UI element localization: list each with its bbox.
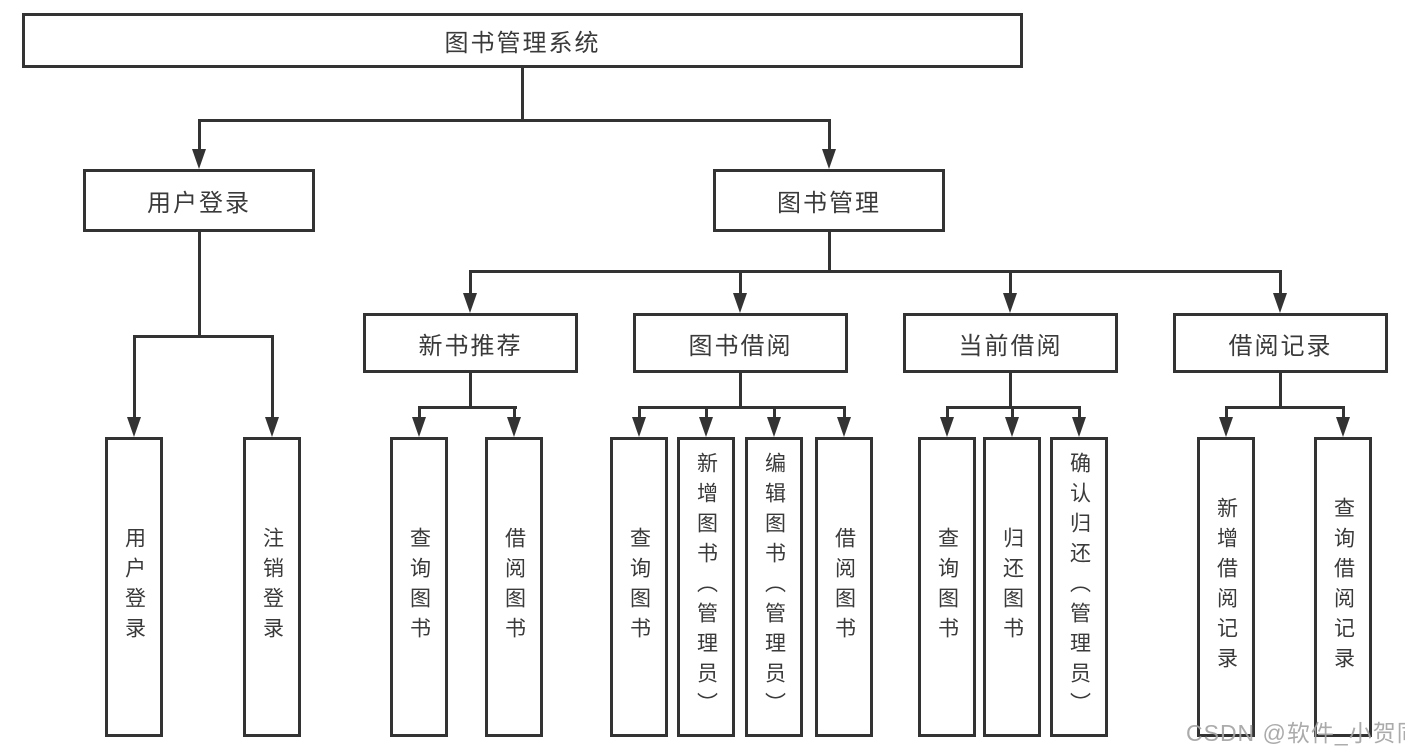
connector-line xyxy=(1278,271,1282,293)
arrow-down-icon xyxy=(1273,293,1287,313)
node-leaf-edit-book-admin-label: 编辑图书（管理员） xyxy=(762,452,786,722)
connector-line xyxy=(1341,407,1345,417)
arrow-down-icon xyxy=(412,417,426,437)
arrow-down-icon xyxy=(507,417,521,437)
node-book-management: 图书管理 xyxy=(713,169,945,232)
connector-line xyxy=(132,334,274,338)
arrow-down-icon xyxy=(1003,293,1017,313)
node-current-borrowing: 当前借阅 xyxy=(903,313,1118,373)
arrow-down-icon xyxy=(699,417,713,437)
node-leaf-query-books-2: 查询图书 xyxy=(610,437,668,737)
node-leaf-add-borrow-record-label: 新增借阅记录 xyxy=(1214,497,1238,677)
connector-line xyxy=(270,336,274,417)
node-borrowing-records: 借阅记录 xyxy=(1173,313,1388,373)
connector-line xyxy=(468,269,1282,273)
arrow-down-icon xyxy=(837,417,851,437)
connector-line xyxy=(827,120,831,149)
node-current-borrowing-label: 当前借阅 xyxy=(958,332,1063,360)
connector-line xyxy=(197,120,201,149)
connector-line xyxy=(197,118,831,122)
connector-line xyxy=(417,407,421,417)
arrow-down-icon xyxy=(733,293,747,313)
node-leaf-borrow-books-2: 借阅图书 xyxy=(815,437,873,737)
node-leaf-query-borrow-record: 查询借阅记录 xyxy=(1314,437,1372,737)
node-leaf-query-books-2-label: 查询图书 xyxy=(627,527,651,647)
arrow-down-icon xyxy=(463,293,477,313)
arrow-down-icon xyxy=(767,417,781,437)
arrow-down-icon xyxy=(632,417,646,437)
node-root: 图书管理系统 xyxy=(22,13,1023,68)
node-book-management-label: 图书管理 xyxy=(777,190,881,217)
node-leaf-query-books-1: 查询图书 xyxy=(390,437,448,737)
node-leaf-return-books-label: 归还图书 xyxy=(1000,527,1024,647)
node-leaf-query-books-3-label: 查询图书 xyxy=(935,527,959,647)
arrow-down-icon xyxy=(940,417,954,437)
node-leaf-user-login: 用户登录 xyxy=(105,437,163,737)
connector-line xyxy=(945,407,949,417)
connector-line xyxy=(1077,407,1081,417)
node-leaf-query-borrow-record-label: 查询借阅记录 xyxy=(1331,497,1355,677)
connector-line xyxy=(738,373,742,407)
connector-line xyxy=(132,336,136,417)
node-leaf-add-book-admin-label: 新增图书（管理员） xyxy=(694,452,718,722)
arrow-down-icon xyxy=(265,417,279,437)
node-leaf-confirm-return-admin: 确认归还（管理员） xyxy=(1050,437,1108,737)
connector-line xyxy=(637,407,641,417)
connector-line xyxy=(1224,407,1228,417)
connector-line xyxy=(738,271,742,293)
node-new-book-recommendation: 新书推荐 xyxy=(363,313,578,373)
arrow-down-icon xyxy=(192,149,206,169)
connector-line xyxy=(1278,373,1282,407)
node-leaf-confirm-return-admin-label: 确认归还（管理员） xyxy=(1067,452,1091,722)
node-user-login-label: 用户登录 xyxy=(147,190,251,217)
node-leaf-logout-label: 注销登录 xyxy=(260,527,284,647)
connector-line xyxy=(772,407,776,417)
node-leaf-return-books: 归还图书 xyxy=(983,437,1041,737)
csdn-watermark: CSDN @软件_小贺同学 xyxy=(1186,720,1405,746)
node-leaf-query-books-1-label: 查询图书 xyxy=(407,527,431,647)
node-leaf-query-books-3: 查询图书 xyxy=(918,437,976,737)
arrow-down-icon xyxy=(1219,417,1233,437)
node-leaf-add-borrow-record: 新增借阅记录 xyxy=(1197,437,1255,737)
connector-line xyxy=(468,373,472,407)
node-leaf-edit-book-admin: 编辑图书（管理员） xyxy=(745,437,803,737)
connector-line xyxy=(417,405,517,409)
node-leaf-add-book-admin: 新增图书（管理员） xyxy=(677,437,735,737)
arrow-down-icon xyxy=(822,149,836,169)
node-user-login: 用户登录 xyxy=(83,169,315,232)
connector-line xyxy=(1008,271,1012,293)
node-new-book-recommendation-label: 新书推荐 xyxy=(418,332,523,360)
node-book-borrowing: 图书借阅 xyxy=(633,313,848,373)
node-borrowing-records-label: 借阅记录 xyxy=(1228,332,1333,360)
connector-line xyxy=(1010,407,1014,417)
connector-line xyxy=(512,407,516,417)
connector-line xyxy=(1008,373,1012,407)
connector-line xyxy=(637,405,846,409)
arrow-down-icon xyxy=(1336,417,1350,437)
connector-line xyxy=(197,232,201,336)
connector-line xyxy=(704,407,708,417)
connector-line xyxy=(1224,405,1345,409)
node-leaf-logout: 注销登录 xyxy=(243,437,301,737)
node-leaf-borrow-books-2-label: 借阅图书 xyxy=(832,527,856,647)
node-leaf-borrow-books-1-label: 借阅图书 xyxy=(502,527,526,647)
node-leaf-borrow-books-1: 借阅图书 xyxy=(485,437,543,737)
connector-line xyxy=(520,68,524,120)
connector-line xyxy=(468,271,472,293)
arrow-down-icon xyxy=(1072,417,1086,437)
arrow-down-icon xyxy=(1005,417,1019,437)
node-leaf-user-login-label: 用户登录 xyxy=(122,527,146,647)
node-book-borrowing-label: 图书借阅 xyxy=(688,332,793,360)
connector-line xyxy=(842,407,846,417)
node-root-label: 图书管理系统 xyxy=(444,30,601,57)
arrow-down-icon xyxy=(127,417,141,437)
connector-line xyxy=(827,232,831,271)
